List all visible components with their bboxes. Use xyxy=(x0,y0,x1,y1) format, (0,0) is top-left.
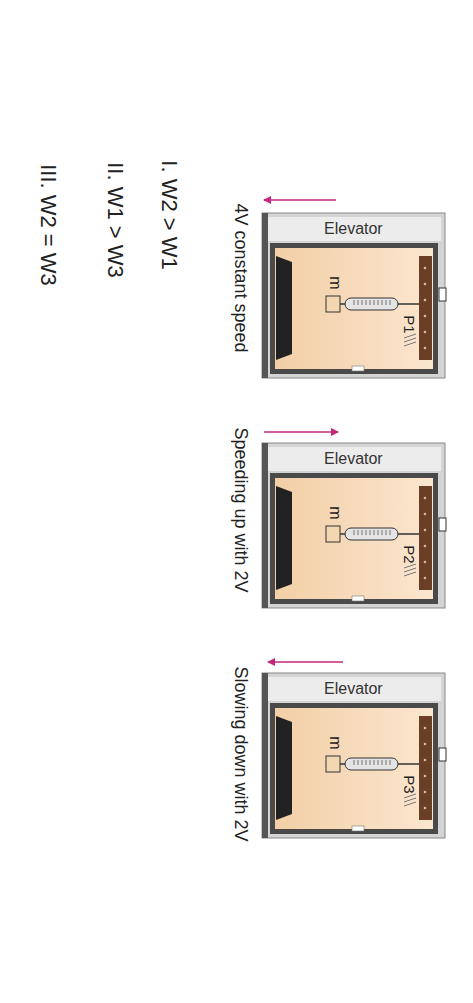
motion-arrow xyxy=(264,199,336,201)
statement: II. W1 > W3 xyxy=(104,162,126,278)
elevator-box: Elevator xyxy=(262,213,445,378)
motion-arrow xyxy=(268,661,343,663)
elevator-drawing xyxy=(262,443,446,608)
motion-caption: 4V constant speed xyxy=(232,203,250,352)
scale-label: P1 xyxy=(402,315,417,333)
mass-label: m xyxy=(327,736,343,749)
mass-label: m xyxy=(327,276,343,289)
motion-arrow xyxy=(264,431,338,433)
elevator-box: Elevator xyxy=(262,443,445,608)
mass-label: m xyxy=(327,506,343,519)
elevator-label: Elevator xyxy=(324,451,383,467)
elevator-drawing xyxy=(262,673,446,838)
elevator-drawing xyxy=(262,213,446,378)
elevator-label: Elevator xyxy=(324,221,383,237)
statement: I. W2 > W1 xyxy=(158,160,180,269)
elevator-box: Elevator xyxy=(262,673,445,838)
elevator-label: Elevator xyxy=(324,681,383,697)
scale-label: P2 xyxy=(402,545,417,563)
motion-caption: Speeding up with 2V xyxy=(232,427,250,592)
statement: III. W2 = W3 xyxy=(37,164,59,286)
motion-caption: Slowing down with 2V xyxy=(232,666,250,841)
scale-label: P3 xyxy=(402,775,417,793)
